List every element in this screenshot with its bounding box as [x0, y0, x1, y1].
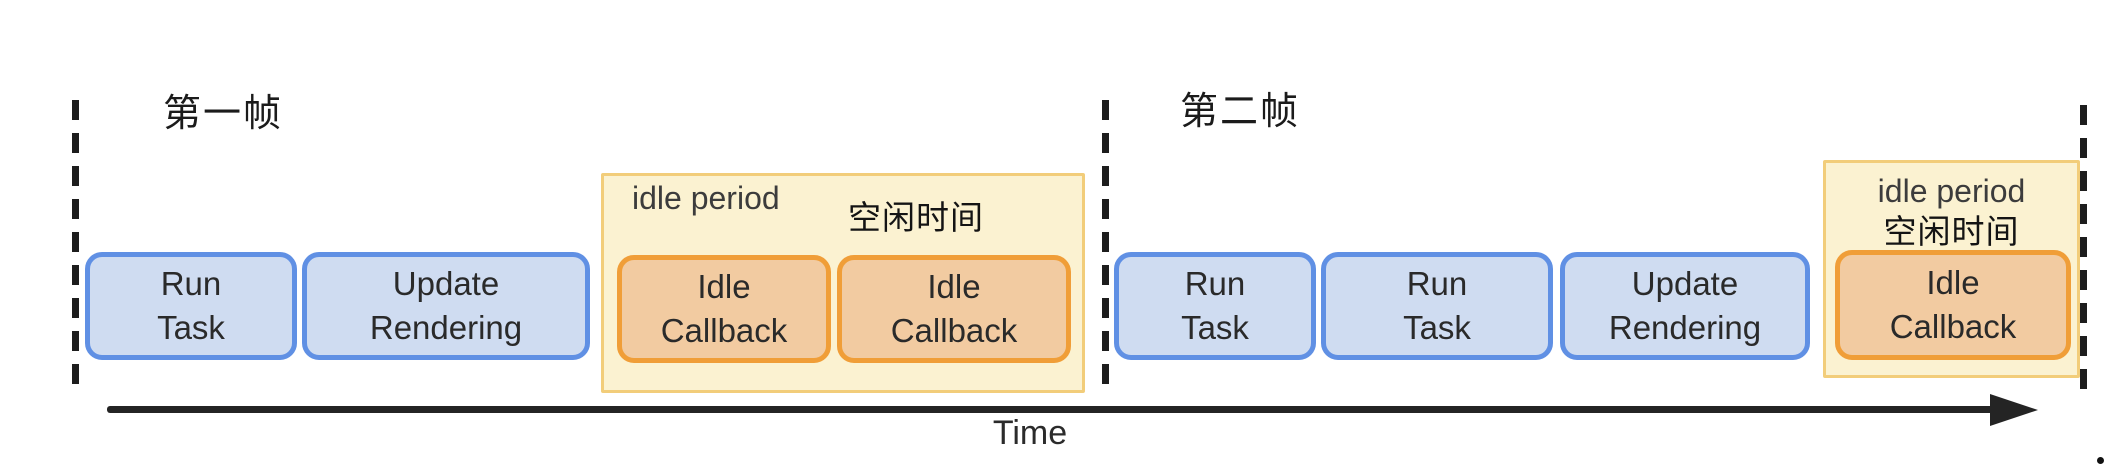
time-axis-line [107, 406, 1994, 413]
frame1-idle-time-zh-label: 空闲时间 [848, 199, 984, 236]
frame2-run-task-box-1: Run Task [1114, 252, 1316, 360]
frame1-idle-period-label: idle period [632, 180, 780, 216]
frame2-idle-period-label: idle period [1877, 173, 2026, 209]
frame2-idle-callback-box: Idle Callback [1835, 250, 2071, 360]
frame2-label: 第二帧 [1180, 91, 1301, 133]
frame2-idle-period-region: idle period 空闲时间 Idle Callback [1823, 160, 2080, 378]
trailing-dot [2097, 457, 2104, 464]
frame1-label: 第一帧 [163, 93, 284, 135]
frame1-idle-period-region: idle period 空闲时间 Idle Callback Idle Call… [601, 173, 1085, 393]
frame1-idle-callback-box-1: Idle Callback [617, 255, 831, 363]
frame2-start-boundary-line [1102, 100, 1109, 390]
frame1-idle-callback-box-2: Idle Callback [837, 255, 1071, 363]
frame1-run-task-box: Run Task [85, 252, 297, 360]
frame1-update-rendering-box: Update Rendering [302, 252, 590, 360]
frame2-update-rendering-box: Update Rendering [1560, 252, 1810, 360]
frame2-end-boundary-line [2080, 105, 2087, 390]
time-axis-label: Time [992, 414, 1068, 452]
frame1-start-boundary-line [72, 100, 79, 390]
time-axis-arrowhead-icon [1990, 394, 2038, 426]
frame2-run-task-box-2: Run Task [1321, 252, 1553, 360]
frame2-idle-time-zh-label: 空闲时间 [1883, 213, 2020, 250]
